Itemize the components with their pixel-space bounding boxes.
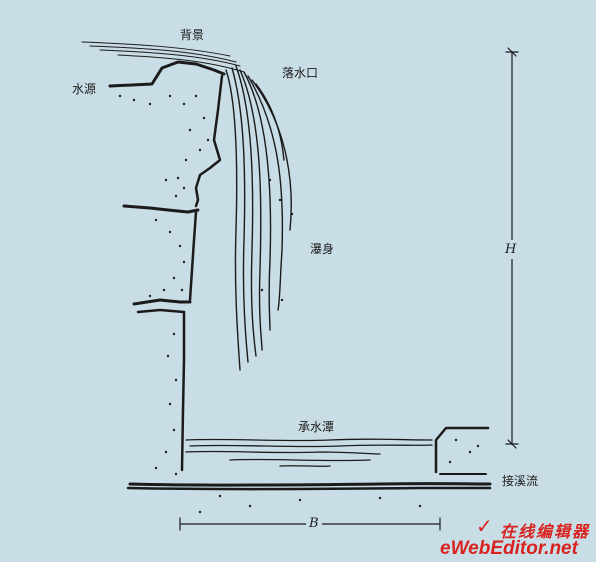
pool-right-wall: [434, 426, 490, 474]
lower-ledge: [132, 298, 192, 306]
label-water-source: 水源: [72, 82, 97, 96]
watermark-title: 在线编辑器: [500, 522, 591, 541]
pool-water-lines: [185, 438, 433, 467]
middle-ledge: [122, 204, 200, 214]
pool-bottom: [128, 482, 492, 487]
rock-face-middle: [188, 210, 198, 302]
label-receiving-pool: 承水潭: [298, 420, 335, 434]
check-mark-icon: ✓: [476, 514, 493, 538]
source-rim: [108, 60, 226, 88]
label-fall-body: 瀑身: [310, 242, 335, 256]
watermark-site: eWebEditor.net: [440, 538, 578, 559]
background-hatching: [81, 41, 245, 73]
label-background: 背景: [180, 28, 205, 42]
label-stream-connection: 接溪流: [502, 474, 539, 488]
dimension-b-label: B: [306, 516, 322, 531]
label-drop-outlet: 落水口: [282, 66, 319, 80]
fall-streams: [225, 65, 292, 371]
dimension-h-label: H: [505, 240, 517, 259]
rock-face-lower: [180, 310, 186, 472]
stipple-dots: [118, 94, 480, 514]
rock-face-upper: [194, 74, 224, 208]
